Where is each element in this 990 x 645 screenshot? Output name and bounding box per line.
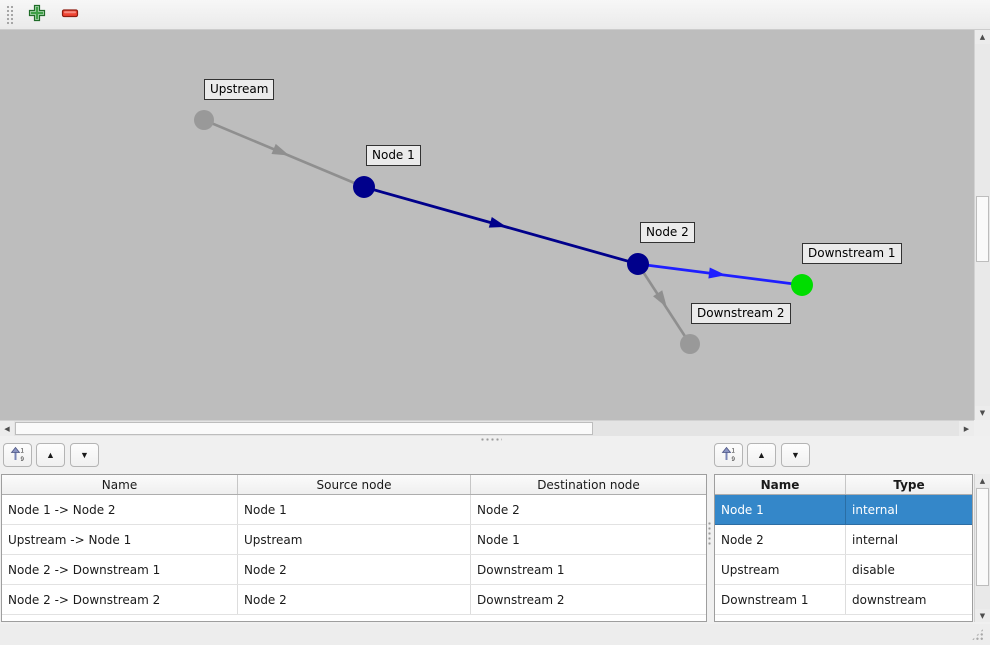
node-label-node2[interactable]: Node 2	[640, 222, 695, 243]
scrollbar-corner	[974, 420, 990, 436]
canvas-hscroll-thumb[interactable]	[15, 422, 593, 435]
edge-destination: Downstream 1	[477, 562, 565, 577]
edge-node1-node2-arrow	[488, 217, 507, 228]
sort-ascending-icon: 1 9	[721, 446, 737, 464]
down-triangle-icon: ▼	[80, 450, 89, 460]
edge-node2-downstream1-arrow	[708, 267, 726, 279]
canvas-vscrollbar[interactable]: ▲ ▼	[974, 30, 990, 420]
node-downstream2[interactable]	[680, 334, 700, 354]
vertical-splitter[interactable]	[707, 521, 713, 545]
sort-ascending-icon: 1 9	[10, 446, 26, 464]
node-label-upstream[interactable]: Upstream	[204, 79, 275, 100]
edge-name: Upstream -> Node 1	[2, 525, 238, 554]
nodes-move-down-button[interactable]: ▼	[781, 443, 810, 467]
scroll-right-icon[interactable]: ▶	[959, 421, 974, 436]
nodes-table-header: Name Type	[715, 475, 972, 495]
node-row[interactable]: Node 2 internal	[715, 525, 972, 555]
node-node1[interactable]	[353, 176, 375, 198]
edge-name: Node 2 -> Downstream 1	[2, 555, 238, 584]
canvas-vscroll-thumb[interactable]	[976, 196, 989, 262]
down-triangle-icon: ▼	[791, 450, 800, 460]
column-header-source[interactable]: Source node	[238, 475, 471, 494]
toolbar-drag-handle[interactable]	[5, 3, 13, 26]
nodes-table: Name Type Node 1 internal Node 2 interna…	[714, 474, 973, 622]
scroll-up-icon[interactable]: ▲	[975, 474, 990, 487]
node-name: Node 2	[715, 525, 846, 554]
main-toolbar	[0, 0, 990, 30]
up-triangle-icon: ▲	[46, 450, 55, 460]
node-node2[interactable]	[627, 253, 649, 275]
svg-text:1: 1	[20, 449, 24, 455]
svg-text:9: 9	[20, 457, 24, 462]
edge-source: Node 1	[238, 495, 471, 524]
edge-destination: Node 2	[477, 502, 520, 517]
node-type: disable	[852, 562, 895, 577]
nodes-move-up-button[interactable]: ▲	[747, 443, 776, 467]
edges-sort-button[interactable]: 1 9	[3, 443, 32, 467]
edge-node2-downstream2-arrow	[653, 290, 667, 308]
node-label-node1[interactable]: Node 1	[366, 145, 421, 166]
horizontal-splitter[interactable]	[480, 437, 502, 442]
scroll-down-icon[interactable]: ▼	[975, 609, 990, 622]
edge-source: Upstream	[238, 525, 471, 554]
column-header-name[interactable]: Name	[715, 475, 846, 494]
nodes-table-vscroll-thumb[interactable]	[976, 488, 989, 586]
edge-upstream-node1-arrow	[271, 143, 290, 156]
status-strip	[0, 624, 990, 645]
edges-move-down-button[interactable]: ▼	[70, 443, 99, 467]
edge-source: Node 2	[238, 555, 471, 584]
graph-canvas[interactable]: Upstream Node 1 Node 2 Downstream 1 Down…	[0, 30, 974, 420]
edge-row[interactable]: Upstream -> Node 1 Upstream Node 1	[2, 525, 706, 555]
node-row[interactable]: Downstream 1 downstream	[715, 585, 972, 615]
column-header-name[interactable]: Name	[2, 475, 238, 494]
minus-icon	[61, 4, 79, 25]
edge-source: Node 2	[238, 585, 471, 614]
node-label-downstream2[interactable]: Downstream 2	[691, 303, 791, 324]
edge-name: Node 1 -> Node 2	[2, 495, 238, 524]
add-button[interactable]	[23, 2, 51, 28]
edges-table-header: Name Source node Destination node	[2, 475, 706, 495]
node-name: Upstream	[715, 555, 846, 584]
scroll-left-icon[interactable]: ◀	[0, 421, 14, 436]
edge-destination: Downstream 2	[477, 592, 565, 607]
edges-move-up-button[interactable]: ▲	[36, 443, 65, 467]
edge-name: Node 2 -> Downstream 2	[2, 585, 238, 614]
nodes-table-vscrollbar[interactable]: ▲ ▼	[974, 474, 990, 622]
remove-button[interactable]	[56, 2, 84, 28]
canvas-hscrollbar[interactable]: ◀ ▶	[0, 420, 974, 436]
node-name: Node 1	[715, 495, 846, 524]
svg-text:9: 9	[731, 457, 735, 462]
scroll-up-icon[interactable]: ▲	[975, 30, 990, 44]
svg-text:1: 1	[731, 449, 735, 455]
plus-icon	[28, 4, 46, 25]
node-upstream[interactable]	[194, 110, 214, 130]
up-triangle-icon: ▲	[757, 450, 766, 460]
column-header-destination[interactable]: Destination node	[537, 477, 640, 492]
edge-row[interactable]: Node 1 -> Node 2 Node 1 Node 2	[2, 495, 706, 525]
graph-svg	[194, 110, 813, 354]
node-row[interactable]: Upstream disable	[715, 555, 972, 585]
nodes-sort-button[interactable]: 1 9	[714, 443, 743, 467]
node-name: Downstream 1	[715, 585, 846, 614]
node-type: internal	[852, 502, 899, 517]
edge-destination: Node 1	[477, 532, 520, 547]
node-downstream1[interactable]	[791, 274, 813, 296]
column-header-type[interactable]: Type	[893, 477, 925, 492]
node-label-downstream1[interactable]: Downstream 1	[802, 243, 902, 264]
edges-table: Name Source node Destination node Node 1…	[1, 474, 707, 622]
edge-row[interactable]: Node 2 -> Downstream 1 Node 2 Downstream…	[2, 555, 706, 585]
edge-row[interactable]: Node 2 -> Downstream 2 Node 2 Downstream…	[2, 585, 706, 615]
node-type: internal	[852, 532, 899, 547]
node-type: downstream	[852, 592, 927, 607]
scroll-down-icon[interactable]: ▼	[975, 406, 990, 420]
node-row-selected[interactable]: Node 1 internal	[715, 495, 972, 525]
